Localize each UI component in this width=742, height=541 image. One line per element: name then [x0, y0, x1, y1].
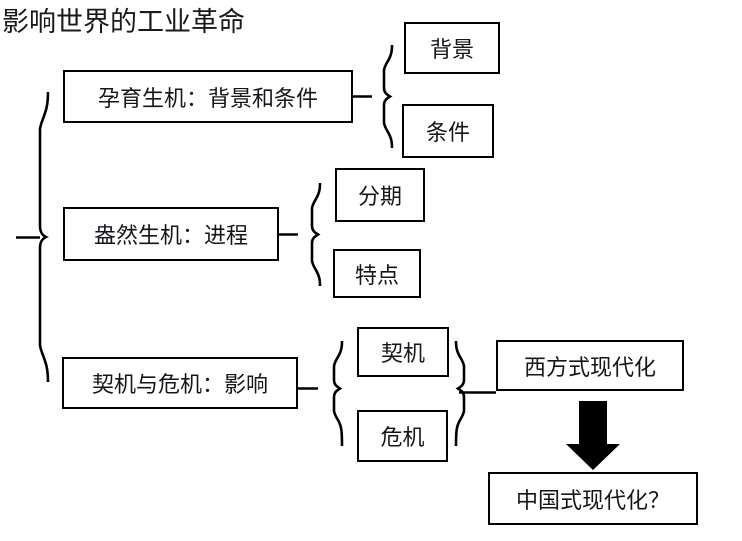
brace-branch-1-icon [353, 44, 394, 149]
node-crisis[interactable]: 危机 [357, 410, 448, 462]
node-opportunity[interactable]: 契机 [357, 327, 449, 377]
node-chinese-modernization[interactable]: 中国式现代化？ [488, 472, 698, 525]
node-western-modernization[interactable]: 西方式现代化 [496, 340, 684, 391]
brace-main-icon [16, 91, 50, 383]
node-branch-1[interactable]: 孕育生机：背景和条件 [63, 70, 353, 123]
brace-branch-3-right-icon [454, 340, 496, 447]
brace-branch-2-icon [279, 182, 322, 287]
node-background[interactable]: 背景 [404, 22, 500, 74]
node-branch-2[interactable]: 盎然生机：进程 [63, 207, 279, 261]
node-branch-3[interactable]: 契机与危机：影响 [62, 357, 298, 409]
brace-branch-3-left-icon [298, 340, 344, 447]
node-stages[interactable]: 分期 [335, 168, 425, 222]
down-arrow-icon [566, 401, 620, 470]
page-title: 影响世界的工业革命 [2, 7, 245, 38]
node-conditions[interactable]: 条件 [402, 104, 494, 158]
node-features[interactable]: 特点 [333, 249, 421, 298]
